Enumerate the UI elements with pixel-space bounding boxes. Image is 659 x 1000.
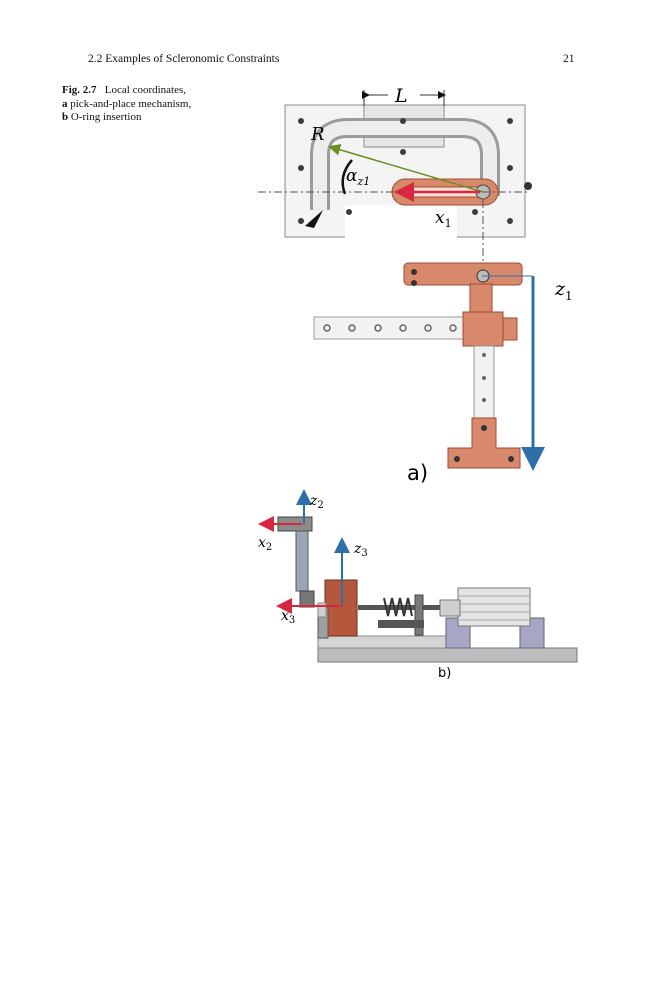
panel-label-b: b) [438, 666, 451, 681]
caption-text-b: O-ring insertion [70, 111, 142, 123]
lower-rod [378, 620, 424, 628]
gripper-jaw [299, 590, 315, 608]
gripper-link [469, 283, 493, 313]
plate-screws [298, 118, 513, 224]
label-z3: z3 [353, 541, 368, 559]
horizontal-rail [313, 316, 465, 340]
label-x3: x3 [281, 608, 295, 626]
column-holes [482, 353, 486, 402]
cylinder-ribs [458, 595, 530, 621]
plate-cutout [345, 205, 457, 241]
caption-key-a: a [62, 97, 68, 110]
figure-b: z2 x2 z3 x3 b) [258, 489, 578, 681]
label-x1: x1 [435, 208, 452, 230]
vertical-column [473, 345, 495, 421]
running-head: 2.2 Examples of Scleronomic Constraints [88, 53, 280, 65]
black-pointer-icon [305, 210, 323, 228]
label-alpha: αz1 [346, 166, 370, 188]
label-z2: z2 [309, 493, 324, 511]
caption-title: Local coordinates, [104, 84, 187, 96]
figure-caption: Fig. 2.7 Local coordinates, a pick-and-p… [62, 84, 252, 125]
compression-spring [383, 597, 413, 617]
gripper-top-arm [403, 262, 523, 286]
rail-clamp [462, 311, 504, 347]
base-rail [317, 647, 578, 663]
spring-stop [414, 594, 424, 636]
gripper-shaft [295, 530, 309, 592]
rail-holes [323, 324, 457, 332]
guide-track-inner [313, 121, 497, 210]
caption-label: Fig. 2.7 [62, 84, 97, 96]
panel-label-a: a) [407, 461, 428, 485]
label-x2: x2 [258, 535, 272, 553]
side-knob [524, 182, 532, 190]
caption-text-a: pick-and-place mechanism, [70, 97, 192, 110]
label-L: L [394, 85, 408, 107]
label-R: R [310, 124, 325, 145]
radius-arrow [328, 143, 484, 193]
base-plate-b [317, 635, 459, 649]
cylinder-cap [439, 599, 461, 617]
o-ring-holder [317, 602, 327, 618]
caption-key-b: b [62, 111, 69, 123]
figure-a: L R αz1 x1 z [258, 85, 573, 485]
alpha-arc [341, 159, 353, 195]
page-number: 21 [563, 53, 575, 65]
gripper-foot [447, 417, 521, 469]
piston-rod [358, 605, 440, 610]
clamp-tab [502, 317, 518, 341]
label-z1: z1 [554, 278, 573, 303]
